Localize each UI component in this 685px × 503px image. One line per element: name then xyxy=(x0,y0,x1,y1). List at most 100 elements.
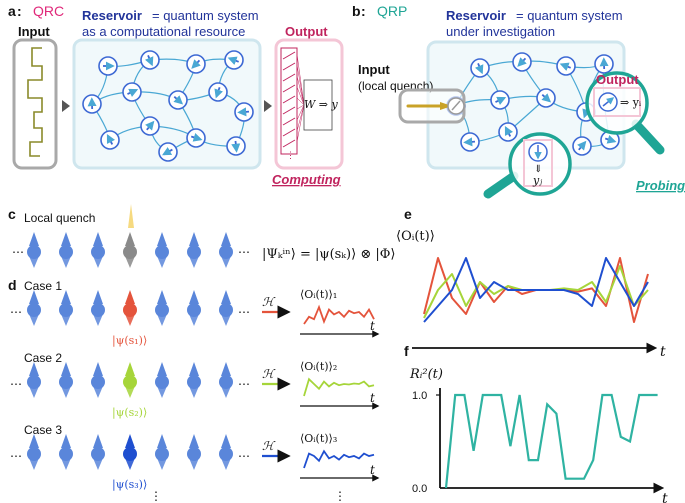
spin-node xyxy=(512,52,532,72)
panel-a-output-label: Output xyxy=(285,24,328,39)
spin-chain-c xyxy=(27,232,233,268)
panel-b-name: QRP xyxy=(377,3,407,19)
quench-needle-icon xyxy=(406,97,465,115)
spin-node xyxy=(498,122,518,142)
case-left-ellipsis: ⋯ xyxy=(10,449,22,463)
probing-label: Probing xyxy=(636,178,685,193)
case-row: Case 2⋯|ψ(s₂)⟩⋯ℋ⟨Oᵢ(t)⟩₂t xyxy=(10,351,380,420)
case-observable: ⟨Oᵢ(t)⟩₁ xyxy=(300,288,337,301)
spin-icon xyxy=(155,232,169,268)
panel-e: e ⟨Oᵢ(t)⟩ t xyxy=(396,206,666,360)
case-right-ellipsis: ⋯ xyxy=(238,305,250,319)
spin-node xyxy=(186,54,206,74)
panel-f: f Rᵢ²(t) 1.0 0.0 t xyxy=(404,343,668,503)
case-t-label: t xyxy=(370,319,375,333)
spin-icon xyxy=(219,434,233,470)
spin-icon xyxy=(27,362,41,398)
readout-weight xyxy=(296,53,305,106)
panel-f-xlabel: t xyxy=(662,491,668,503)
hamiltonian-label: ℋ xyxy=(262,439,276,453)
case-state: |ψ(s₃)⟩ xyxy=(112,478,147,492)
spin-node xyxy=(536,88,556,108)
readout-line xyxy=(282,95,296,104)
panel-a-reservoir-rest: = quantum system xyxy=(152,8,259,23)
panel-f-curve xyxy=(444,393,658,489)
spin-icon xyxy=(91,232,105,268)
spin-icon xyxy=(59,434,73,470)
spin-icon xyxy=(91,434,105,470)
panel-a-reservoir-line2: as a computational resource xyxy=(82,24,245,39)
spin-node xyxy=(158,142,178,162)
readout-weight xyxy=(296,75,305,106)
spin-icon xyxy=(187,434,201,470)
case-state: |ψ(s₁)⟩ xyxy=(112,334,147,348)
case-row: Case 3⋯|ψ(s₃)⟩⋯ℋ⟨Oᵢ(t)⟩₃t xyxy=(10,423,380,492)
readout-line xyxy=(282,51,296,60)
readout-weight xyxy=(296,97,305,106)
yj-label: yⱼ xyxy=(532,174,542,187)
readout-line xyxy=(282,84,296,93)
panel-a-letter: a xyxy=(8,3,16,19)
case-state: |ψ(s₂)⟩ xyxy=(112,406,147,420)
spin-icon xyxy=(27,290,41,326)
readout-weight xyxy=(296,104,305,110)
case-curve xyxy=(303,449,375,469)
readout-line xyxy=(282,106,296,115)
panel-a: a : QRC Input Reservoir = quantum system… xyxy=(8,3,344,187)
panel-f-letter: f xyxy=(404,343,409,359)
spin-icon xyxy=(59,290,73,326)
spin-node xyxy=(186,128,206,148)
spin-node xyxy=(572,136,592,156)
case-label: Case 3 xyxy=(24,423,62,437)
spin-icon xyxy=(59,362,73,398)
readout-weight xyxy=(296,64,305,106)
quenched-spin-icon xyxy=(123,232,137,268)
spin-node xyxy=(556,56,576,76)
quenched-spin-icon xyxy=(123,434,137,470)
readout-weights xyxy=(282,51,305,148)
panel-f-ytick-top-label: 1.0 xyxy=(412,390,427,402)
hamiltonian-label: ℋ xyxy=(262,295,276,309)
spin-node xyxy=(470,58,490,78)
case-t-label: t xyxy=(370,463,375,477)
panel-a-input-label: Input xyxy=(18,24,50,39)
quench-flash xyxy=(128,204,134,228)
yj-box xyxy=(523,139,553,187)
readout-weight xyxy=(296,104,305,121)
spin-node xyxy=(168,90,188,110)
spin-icon xyxy=(219,232,233,268)
observable-curve xyxy=(423,257,649,323)
input-state-formula: |Ψₖⁱⁿ⟩ = |ψ(sₖ)⟩ ⊗ |Φ⟩ xyxy=(262,247,395,262)
spin-icon xyxy=(187,362,201,398)
panel-d-letter: d xyxy=(8,277,17,293)
readout-weight xyxy=(296,104,305,143)
panel-a-reservoir-box xyxy=(72,38,262,170)
panel-b-sep: : xyxy=(361,3,366,19)
spin-node xyxy=(140,50,160,70)
panel-b-output-box xyxy=(593,87,641,117)
yi-label: ⇒ yᵢ xyxy=(620,96,642,109)
spin-icon xyxy=(155,290,169,326)
panel-b-reservoir-bold: Reservoir xyxy=(446,8,506,23)
case-left-ellipsis: ⋯ xyxy=(10,305,22,319)
case-curve xyxy=(303,377,375,397)
spin-node xyxy=(122,82,142,102)
spin-node xyxy=(460,132,480,152)
spin-node xyxy=(98,56,118,76)
panel-c-title: Local quench xyxy=(24,211,95,225)
spin-node xyxy=(234,102,254,122)
case-t-label: t xyxy=(370,391,375,405)
panel-b-letter: b xyxy=(352,3,361,19)
spin-icon xyxy=(27,232,41,268)
panel-b-output-label: Output xyxy=(596,72,639,87)
spin-node xyxy=(224,50,244,70)
panel-a-arrow-in xyxy=(62,100,70,112)
case-right-ellipsis: ⋯ xyxy=(238,449,250,463)
panel-a-input-box xyxy=(12,38,58,170)
readout-dots: ⋮ xyxy=(286,150,295,160)
case-row: Case 1⋯|ψ(s₁)⟩⋯ℋ⟨Oᵢ(t)⟩₁t xyxy=(10,279,380,348)
case-left-ellipsis: ⋯ xyxy=(10,377,22,391)
reservoir-network-a xyxy=(82,50,254,162)
